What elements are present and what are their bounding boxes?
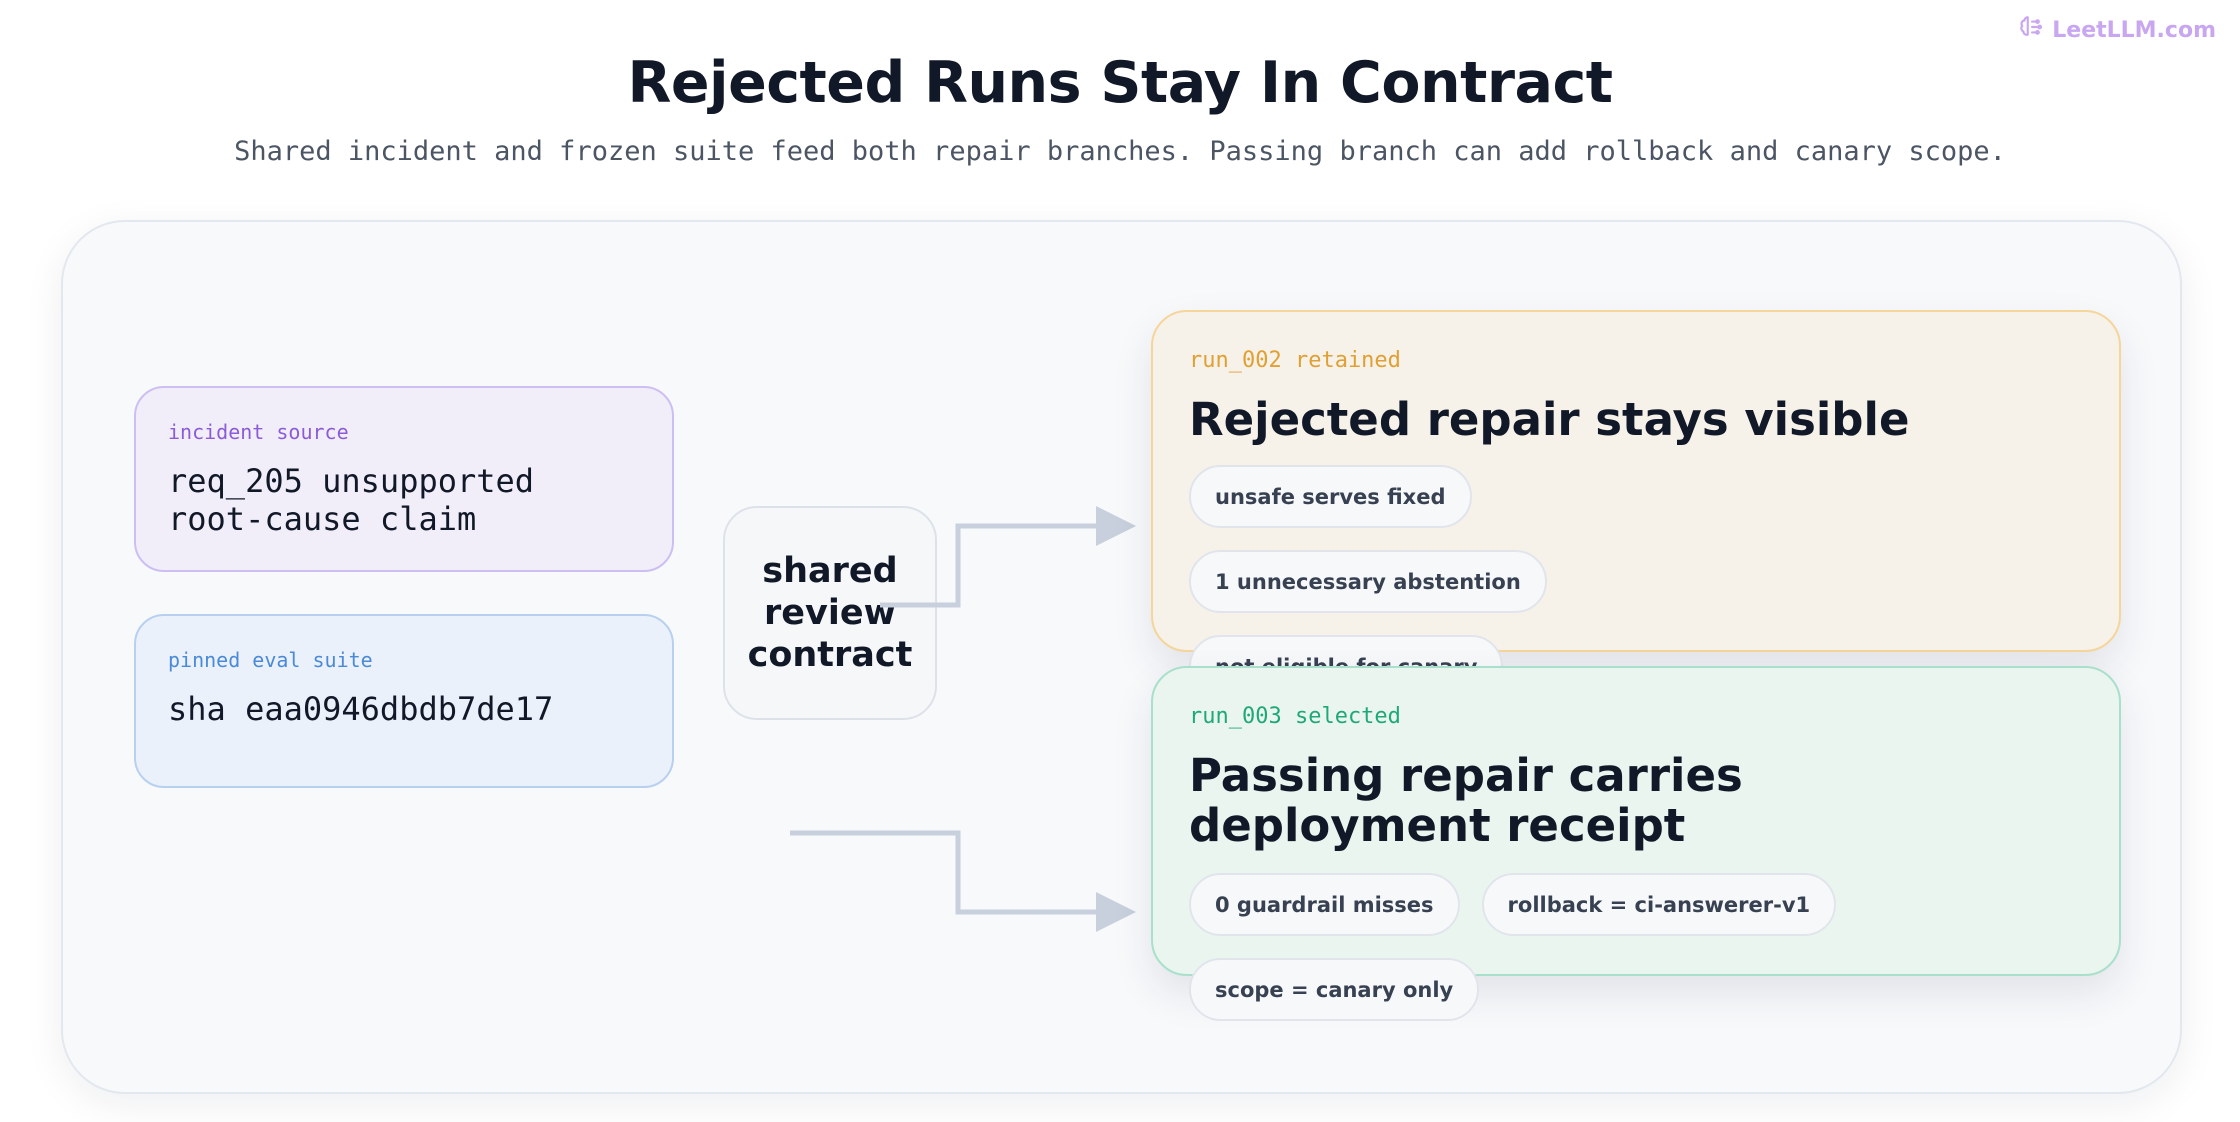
selected-pill: 0 guardrail misses xyxy=(1189,873,1460,936)
pinned-suite-label: pinned eval suite xyxy=(168,648,373,672)
contract-label: shared review contract xyxy=(747,551,913,675)
brain-icon xyxy=(2018,14,2044,46)
retained-pill: unsafe serves fixed xyxy=(1189,465,1472,528)
incident-source-label: incident source xyxy=(168,420,349,444)
incident-source-value: req_205 unsupported root-cause claim xyxy=(168,462,535,538)
page-title: Rejected Runs Stay In Contract xyxy=(627,50,1613,116)
pinned-suite-card: pinned eval suite sha eaa0946dbdb7de17 xyxy=(134,614,674,788)
retained-run-heading: Rejected repair stays visible xyxy=(1189,393,1910,446)
retained-run-card: run_002 retained Rejected repair stays v… xyxy=(1151,310,2121,698)
page-subtitle: Shared incident and frozen suite feed bo… xyxy=(234,136,2006,167)
pinned-suite-value: sha eaa0946dbdb7de17 xyxy=(168,690,554,728)
retained-pill: 1 unnecessary abstention xyxy=(1189,550,1547,613)
brand-name: LeetLLM.com xyxy=(2052,17,2216,43)
selected-run-pills: 0 guardrail misses rollback = ci-answere… xyxy=(1189,873,2083,1021)
selected-run-heading: Passing repair carries deployment receip… xyxy=(1189,749,1743,852)
selected-run-label: run_003 selected xyxy=(1189,704,1401,729)
incident-source-card: incident source req_205 unsupported root… xyxy=(134,386,674,572)
retained-run-label: run_002 retained xyxy=(1189,348,1401,373)
brand[interactable]: LeetLLM.com xyxy=(2018,14,2216,46)
retained-run-pills: unsafe serves fixed 1 unnecessary absten… xyxy=(1189,465,1829,698)
shared-review-contract-node: shared review contract xyxy=(723,506,937,720)
selected-run-card: run_003 selected Passing repair carries … xyxy=(1151,666,2121,1021)
selected-pill: rollback = ci-answerer-v1 xyxy=(1481,873,1837,936)
selected-pill: scope = canary only xyxy=(1189,958,1480,1021)
